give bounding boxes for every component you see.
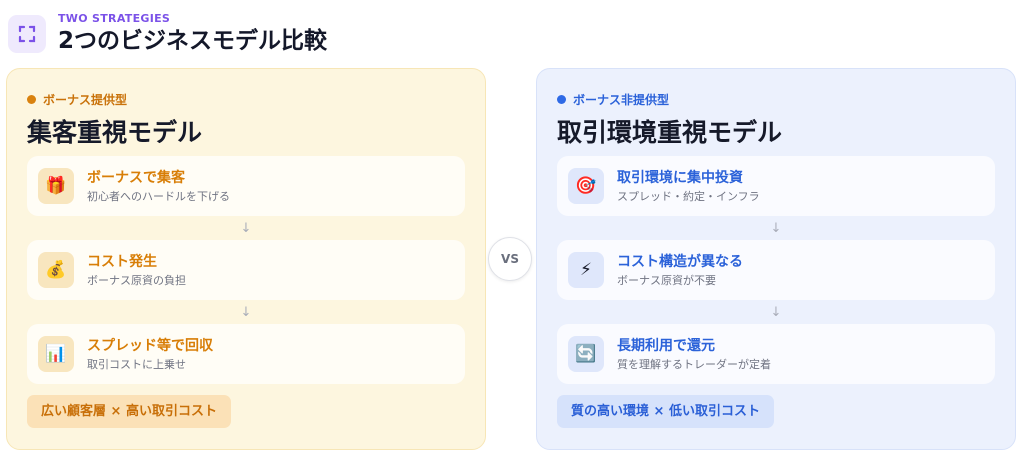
page-header: TWO STRATEGIES 2つのビジネスモデル比較: [8, 8, 327, 60]
money-bag-icon: 💰: [38, 252, 74, 288]
step-card: 📊 スプレッド等で回収 取引コストに上乗せ: [27, 324, 465, 384]
no-bonus-model-panel: ボーナス非提供型 取引環境重視モデル 🎯 取引環境に集中投資 スプレッド・約定・…: [536, 68, 1016, 450]
eyebrow-label: TWO STRATEGIES: [58, 12, 171, 25]
step-list: 🎁 ボーナスで集客 初心者へのハードルを下げる ↓ 💰 コスト発生 ボーナス原資…: [27, 156, 465, 384]
page-title: 2つのビジネスモデル比較: [58, 28, 328, 54]
step-card: 🔄 長期利用で還元 質を理解するトレーダーが定着: [557, 324, 995, 384]
cycle-icon: 🔄: [568, 336, 604, 372]
gift-icon: 🎁: [38, 168, 74, 204]
step-subtitle: ボーナス原資が不要: [617, 273, 716, 287]
expand-corners-icon: [8, 15, 46, 53]
step-subtitle: スプレッド・約定・インフラ: [617, 189, 760, 203]
model-tag: ボーナス提供型: [27, 91, 465, 107]
tag-label: ボーナス非提供型: [573, 92, 670, 107]
bonus-model-panel: ボーナス提供型 集客重視モデル 🎁 ボーナスで集客 初心者へのハードルを下げる …: [6, 68, 486, 450]
model-tag: ボーナス非提供型: [557, 91, 995, 107]
summary-badge: 質の高い環境 × 低い取引コスト: [557, 395, 774, 428]
step-card: 🎯 取引環境に集中投資 スプレッド・約定・インフラ: [557, 156, 995, 216]
step-subtitle: 取引コストに上乗せ: [87, 357, 186, 371]
vs-badge: VS: [488, 237, 532, 281]
bar-chart-icon: 📊: [38, 336, 74, 372]
tag-dot-icon: [557, 94, 566, 104]
arrow-down-icon: ↓: [240, 304, 252, 320]
step-card: 🎁 ボーナスで集客 初心者へのハードルを下げる: [27, 156, 465, 216]
step-card: ⚡ コスト構造が異なる ボーナス原資が不要: [557, 240, 995, 300]
lightning-icon: ⚡: [568, 252, 604, 288]
step-card: 💰 コスト発生 ボーナス原資の負担: [27, 240, 465, 300]
tag-dot-icon: [27, 94, 36, 104]
step-subtitle: 質を理解するトレーダーが定着: [617, 357, 771, 371]
tag-label: ボーナス提供型: [43, 92, 128, 107]
arrow-down-icon: ↓: [240, 220, 252, 236]
step-subtitle: 初心者へのハードルを下げる: [87, 189, 230, 203]
summary-badge: 広い顧客層 × 高い取引コスト: [27, 395, 231, 428]
step-subtitle: ボーナス原資の負担: [87, 273, 186, 287]
arrow-down-icon: ↓: [770, 220, 782, 236]
step-list: 🎯 取引環境に集中投資 スプレッド・約定・インフラ ↓ ⚡ コスト構造が異なる …: [557, 156, 995, 384]
step-title: コスト構造が異なる: [617, 253, 743, 270]
step-title: コスト発生: [87, 253, 157, 270]
step-title: 長期利用で還元: [617, 337, 715, 354]
arrow-down-icon: ↓: [770, 304, 782, 320]
target-icon: 🎯: [568, 168, 604, 204]
panel-title: 集客重視モデル: [27, 118, 203, 147]
step-title: ボーナスで集客: [87, 169, 185, 186]
step-title: 取引環境に集中投資: [617, 169, 743, 186]
step-title: スプレッド等で回収: [87, 337, 213, 354]
panel-title: 取引環境重視モデル: [557, 118, 783, 147]
